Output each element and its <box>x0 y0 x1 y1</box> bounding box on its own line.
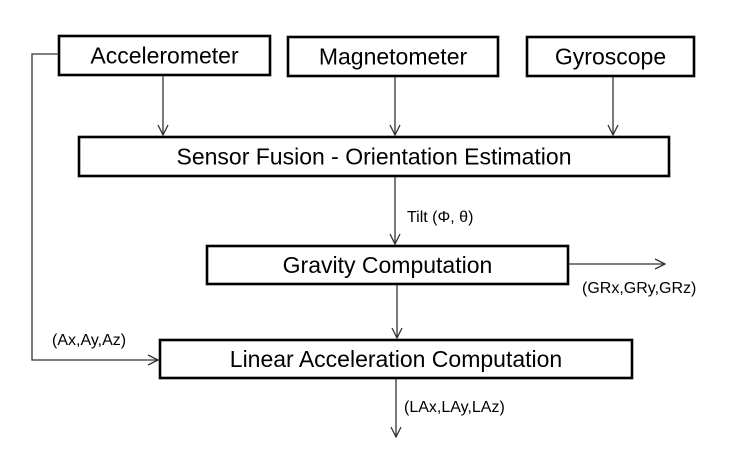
sensor-fusion-label: Sensor Fusion - Orientation Estimation <box>176 144 571 170</box>
tilt-label: Tilt (Φ, θ) <box>407 209 473 226</box>
accelerometer-box: Accelerometer <box>57 34 272 77</box>
magnetometer-box: Magnetometer <box>286 35 500 78</box>
accel-input-label: (Ax,Ay,Az) <box>52 332 126 349</box>
arrow-accelerometer-to-linear <box>31 53 158 360</box>
gravity-computation-label: Gravity Computation <box>283 252 493 278</box>
sensor-fusion-box: Sensor Fusion - Orientation Estimation <box>77 135 671 178</box>
gravity-output-label: (GRx,GRy,GRz) <box>582 280 696 297</box>
gyroscope-box: Gyroscope <box>525 35 696 78</box>
linear-output-label: (LAx,LAy,LAz) <box>404 399 505 416</box>
linear-acceleration-box: Linear Acceleration Computation <box>158 338 634 380</box>
magnetometer-label: Magnetometer <box>319 44 468 70</box>
gyroscope-label: Gyroscope <box>555 44 666 70</box>
accelerometer-label: Accelerometer <box>90 43 239 69</box>
gravity-computation-box: Gravity Computation <box>205 244 570 286</box>
linear-acceleration-label: Linear Acceleration Computation <box>230 346 562 372</box>
